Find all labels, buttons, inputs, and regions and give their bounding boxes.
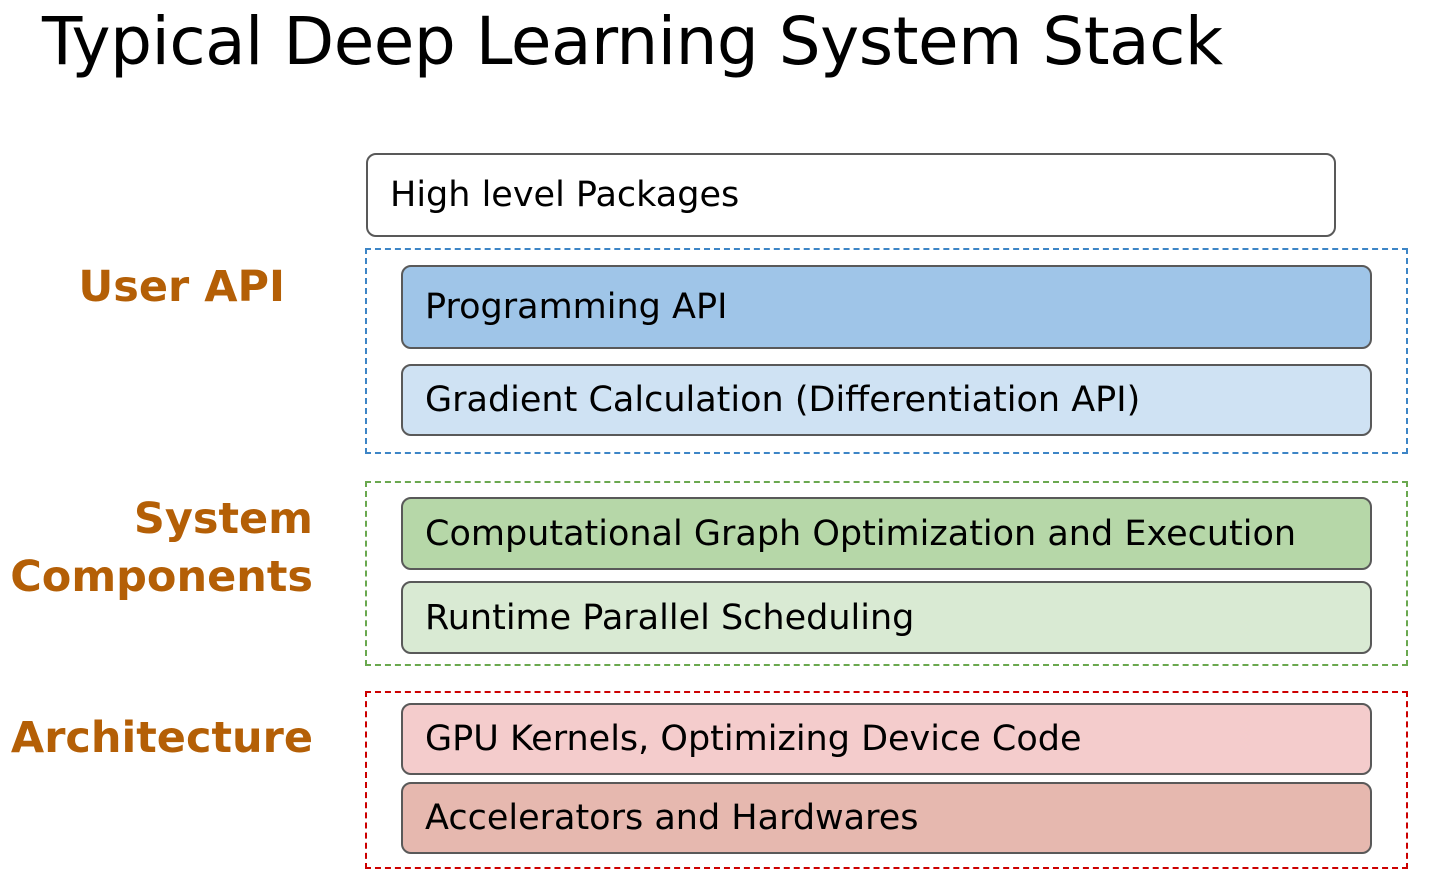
runtime-scheduling-label: Runtime Parallel Scheduling [425,597,915,638]
accelerators-label: Accelerators and Hardwares [425,798,919,838]
system-components-label-line-1: System [133,494,313,544]
high-level-packages-label: High level Packages [390,175,740,215]
gradient-calculation-label: Gradient Calculation (Differentiation AP… [425,380,1141,420]
gpu-kernels-box: GPU Kernels, Optimizing Device Code [401,703,1372,775]
user-api-group [365,248,1408,454]
gradient-calculation-box: Gradient Calculation (Differentiation AP… [401,364,1372,436]
programming-api-label: Programming API [425,287,728,327]
system-components-group [365,481,1408,666]
high-level-packages-box: High level Packages [366,153,1336,237]
architecture-group [365,691,1408,869]
accelerators-box: Accelerators and Hardwares [401,782,1372,854]
graph-optimization-label: Computational Graph Optimization and Exe… [425,513,1297,554]
user-api-label: User API [78,258,285,316]
system-components-label: System Components [10,490,313,606]
architecture-label-line: Architecture [10,713,313,763]
runtime-scheduling-box: Runtime Parallel Scheduling [401,581,1372,654]
page-title: Typical Deep Learning System Stack [42,3,1223,80]
programming-api-box: Programming API [401,265,1372,349]
system-components-label-line-2: Components [10,552,313,603]
architecture-label: Architecture [11,709,313,767]
graph-optimization-box: Computational Graph Optimization and Exe… [401,497,1372,570]
user-api-label-line: User API [78,262,285,312]
gpu-kernels-label: GPU Kernels, Optimizing Device Code [425,719,1082,759]
